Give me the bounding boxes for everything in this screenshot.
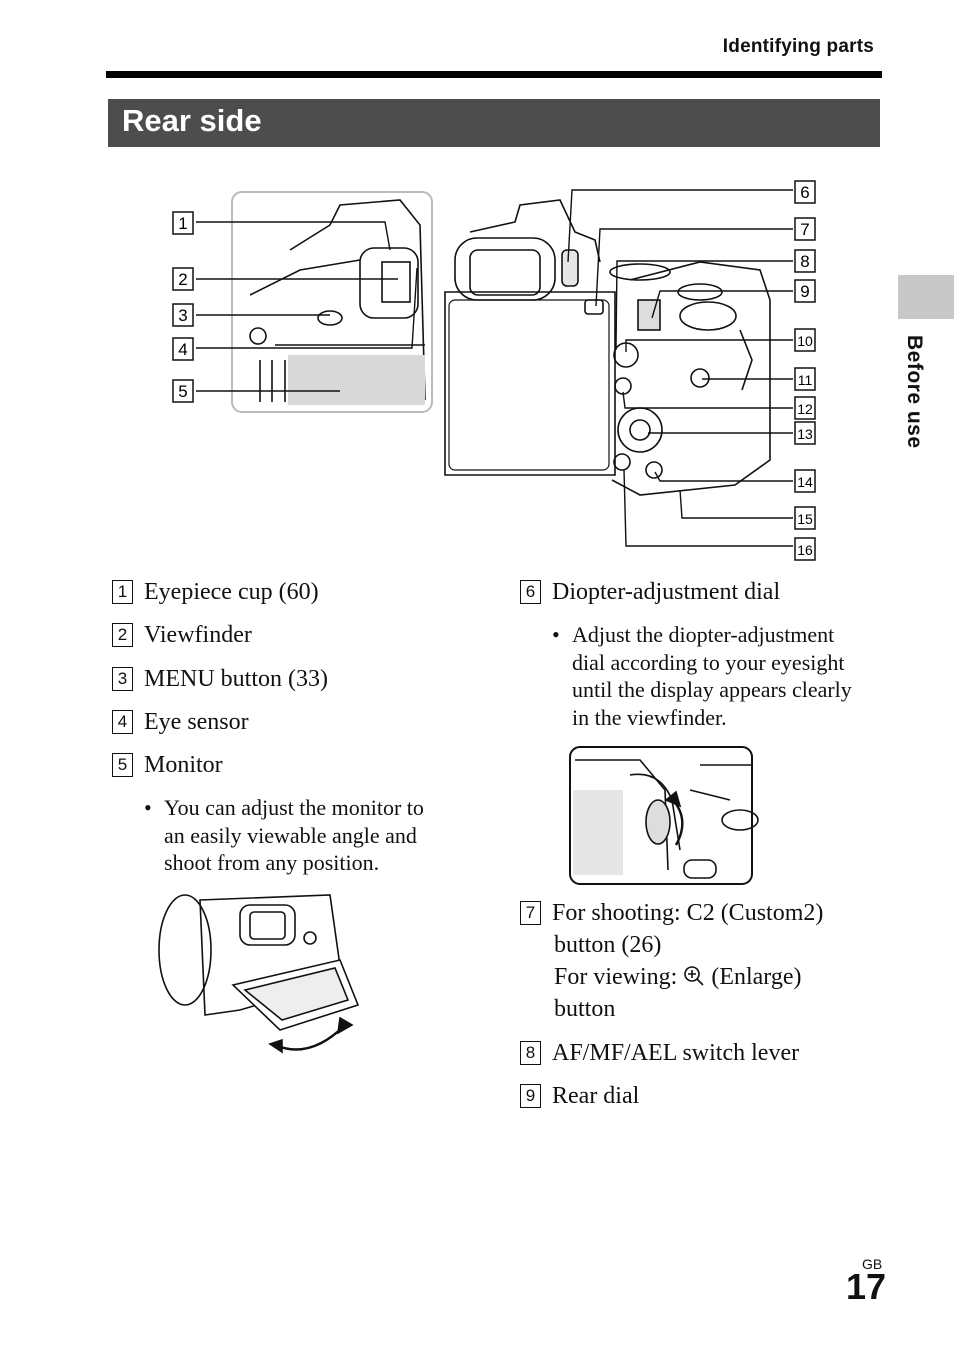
callout-label-7: 7 [800,220,809,239]
item-5: 5 Monitor [112,749,223,781]
callout-label-1: 1 [178,214,187,233]
callout-label-5: 5 [178,382,187,401]
callout-label-9: 9 [800,282,809,301]
item-3: 3 MENU button (33) [112,663,328,695]
callout-9: 9 [794,279,816,303]
callout-3: 3 [172,303,194,327]
item-label: Viewfinder [144,622,252,648]
item-label: Diopter-adjustment dial [552,579,781,605]
callout-16: 16 [794,537,816,561]
section-title: Rear side [122,103,262,138]
page-number: 17 [846,1266,887,1307]
callout-15: 15 [794,506,816,530]
item-number: 6 [520,580,541,604]
item-number: 7 [520,901,541,925]
callout-leaders-right [567,189,793,547]
enlarge-icon [684,966,704,986]
item-number: 9 [520,1084,541,1108]
item-label: AF/MF/AEL switch lever [552,1040,800,1066]
viewing-prefix: For viewing: [554,964,678,990]
callout-label-14: 14 [797,474,813,490]
diopter-note: • Adjust the diopter-adjustment dial acc… [552,621,852,731]
header-rule [106,71,882,78]
callout-13: 13 [794,421,816,445]
note-line: shoot from any position. [164,850,380,875]
callout-label-13: 13 [797,426,813,442]
note-line: until the display appears clearly [572,677,852,702]
callout-label-15: 15 [797,511,813,527]
item-label: Eyepiece cup (60) [144,579,319,605]
note-line: Adjust the diopter-adjustment [572,622,835,647]
note-line: an easily viewable angle and [164,822,417,848]
item-label-line3: For viewing: (Enlarge) [520,961,823,993]
note-line: dial according to your eyesight [572,649,845,675]
callout-2: 2 [172,267,194,291]
monitor-note: • You can adjust the monitor to an easil… [144,794,424,877]
side-tab [898,275,954,319]
callout-7: 7 [794,217,816,241]
item-9: 9 Rear dial [520,1080,639,1112]
callout-6: 6 [794,180,816,204]
section-header: Rear side [108,99,880,147]
item-2: 2 Viewfinder [112,619,252,651]
side-tab-label: Before use [903,335,926,449]
item-number: 3 [112,667,133,691]
callout-label-11: 11 [798,372,813,388]
callout-label-10: 10 [797,333,813,349]
callout-label-16: 16 [797,542,813,558]
callout-label-6: 6 [800,183,809,202]
item-label-line1: For shooting: C2 (Custom2) [552,900,824,926]
bullet-dot: • [144,795,152,820]
item-label: Eye sensor [144,709,249,735]
callout-label-2: 2 [178,270,187,289]
item-6: 6 Diopter-adjustment dial [520,576,780,608]
callout-leaders-left [196,221,418,392]
item-label-line2: button (26) [554,932,662,958]
bullet-dot: • [552,622,560,647]
item-label-line4: button [554,996,616,1022]
item-number: 4 [112,710,133,734]
item-number: 8 [520,1041,541,1065]
note-line: You can adjust the monitor to [164,795,424,820]
page-region: GB [862,1256,883,1272]
callout-1: 1 [172,211,194,235]
item-label: MENU button (33) [144,666,328,692]
viewing-suffix: (Enlarge) [711,964,802,990]
note-line: in the viewfinder. [572,704,727,730]
monitor-tilt-illustration [158,894,360,1054]
callout-10: 10 [794,328,816,352]
running-head: Identifying parts [722,36,874,57]
item-1: 1 Eyepiece cup (60) [112,576,319,608]
item-number: 2 [112,623,133,647]
diopter-dial-illustration [569,746,759,885]
item-label: Monitor [144,752,223,778]
main-camera-body [444,199,771,496]
inset-camera-detail [249,199,426,405]
callout-14: 14 [794,469,816,493]
callout-12: 12 [794,396,816,420]
callout-label-3: 3 [178,306,187,325]
callout-label-8: 8 [800,252,809,271]
callout-label-12: 12 [797,401,813,417]
callout-4: 4 [172,337,194,361]
item-label: Rear dial [552,1083,640,1109]
callout-8: 8 [794,249,816,273]
callout-11: 11 [794,367,816,391]
item-number: 5 [112,753,133,777]
callout-label-4: 4 [178,340,187,359]
item-number: 1 [112,580,133,604]
item-8: 8 AF/MF/AEL switch lever [520,1037,799,1069]
item-4: 4 Eye sensor [112,706,249,738]
callout-5: 5 [172,379,194,403]
